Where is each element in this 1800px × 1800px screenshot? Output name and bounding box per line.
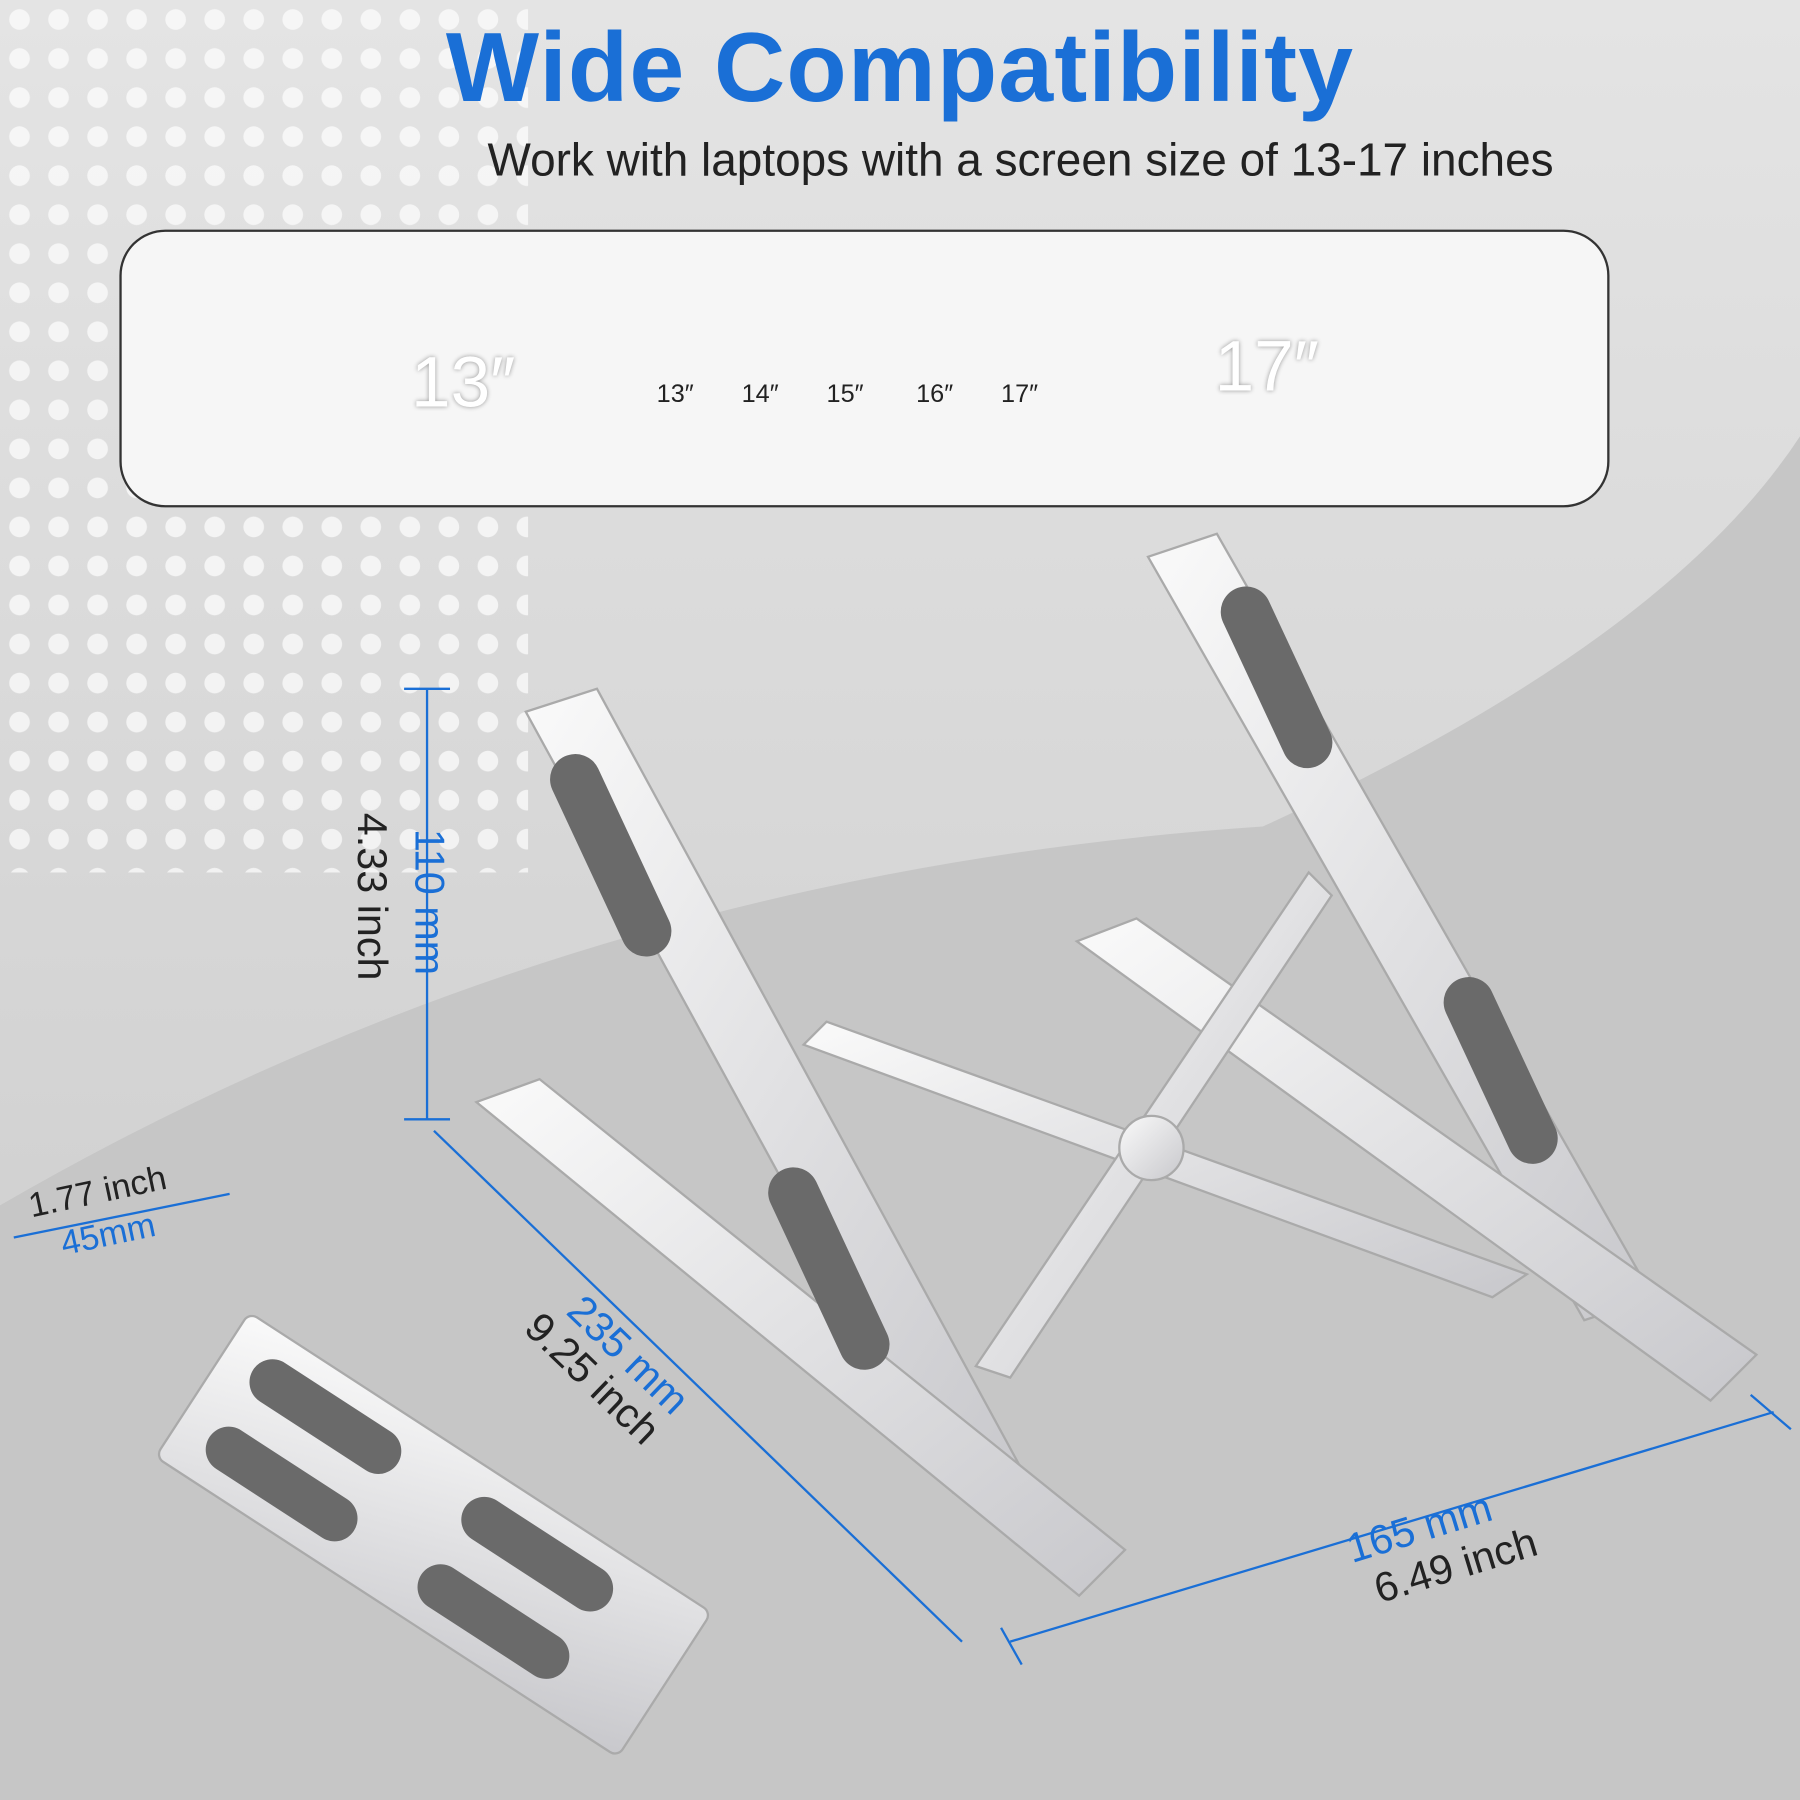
subtitle: Work with laptops with a screen size of … <box>487 135 1554 186</box>
compatibility-panel <box>119 229 1610 508</box>
folded-laptop-stand <box>157 1314 710 1755</box>
size-tick-16: 16″ <box>916 378 954 408</box>
size-tick-17: 17″ <box>1001 378 1039 408</box>
height-inch-label: 4.33 inch <box>348 812 397 981</box>
size-tick-14: 14″ <box>741 378 779 408</box>
laptop-13-label: 13″ <box>410 343 516 423</box>
height-mm-label: 110 mm <box>406 828 454 976</box>
size-tick-13: 13″ <box>656 378 694 408</box>
silicone-pads <box>550 586 1558 1370</box>
size-tick-15: 15″ <box>826 378 864 408</box>
page-title: Wide Compatibility <box>445 12 1355 123</box>
laptop-17-label: 17″ <box>1214 327 1319 407</box>
dimension-lines <box>13 687 1792 1666</box>
